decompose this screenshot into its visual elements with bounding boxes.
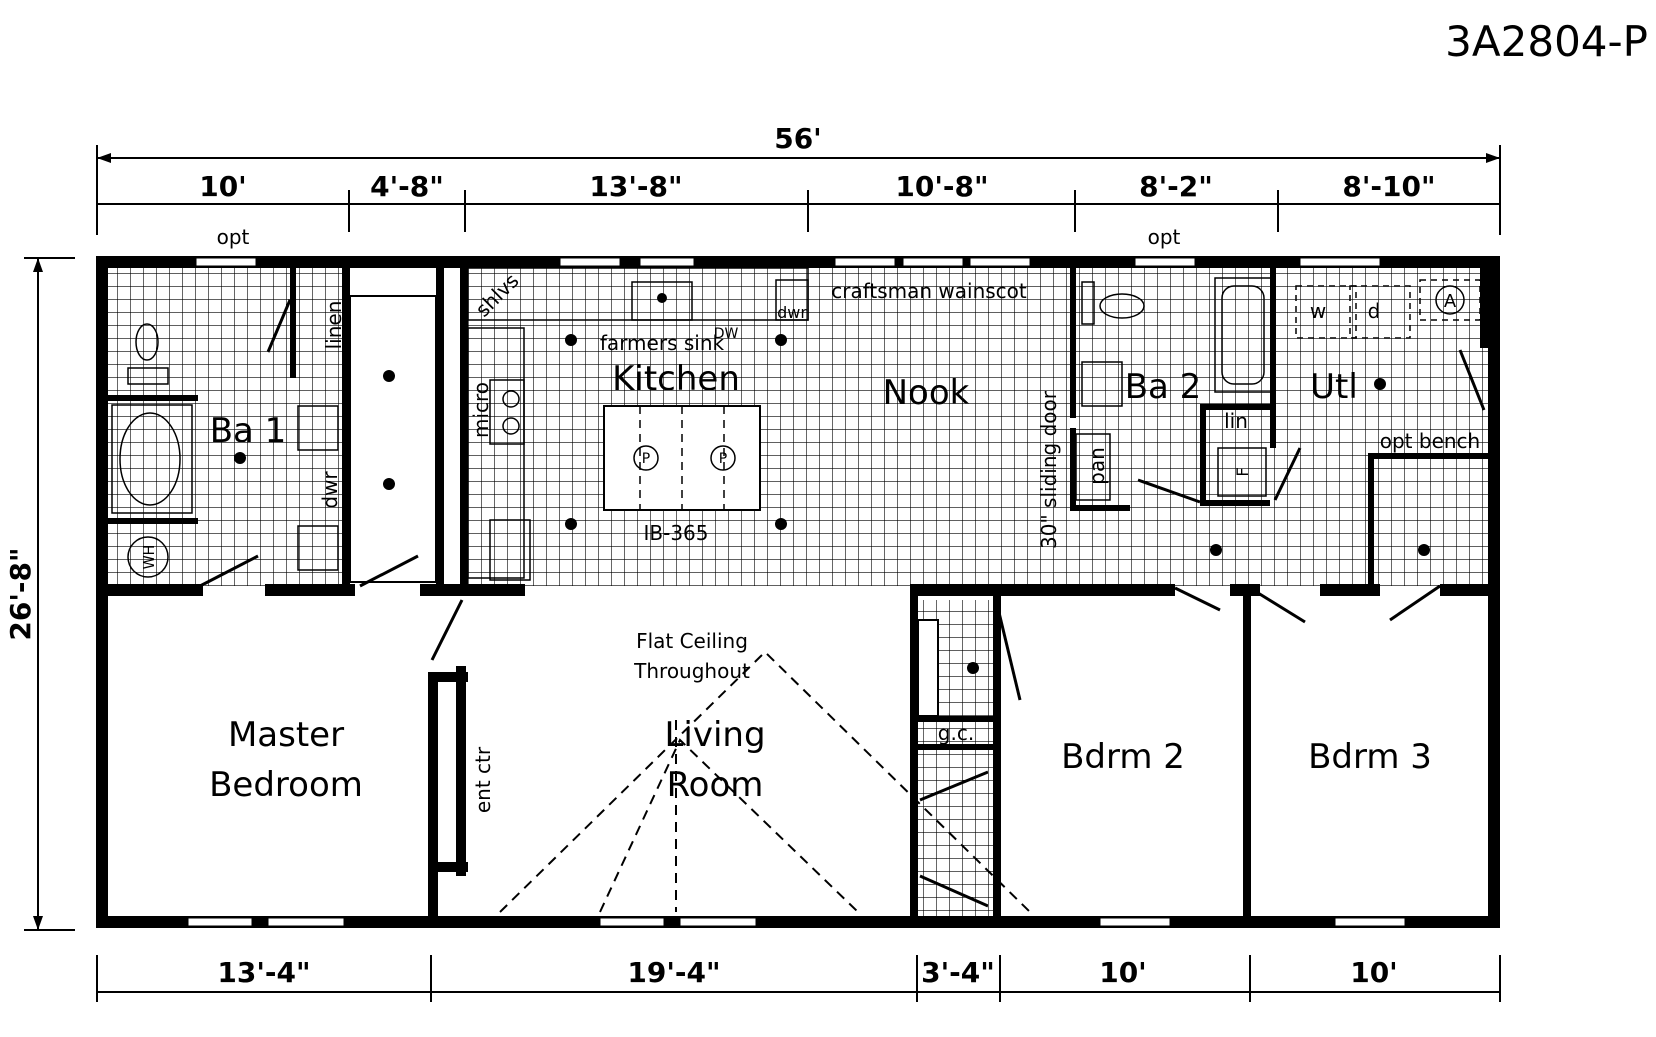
fixture-labels: linen dwr shlvs micro farmers sink DW dw… [142, 269, 1480, 814]
label-ac: A [1444, 291, 1457, 312]
label-wainscot: craftsman wainscot [831, 279, 1027, 303]
room-living-2: Room [667, 765, 764, 805]
label-dryer: d [1368, 299, 1381, 323]
room-ba2: Ba 2 [1125, 367, 1202, 407]
top-dim-1: 10' [199, 170, 247, 203]
left-dimension: 26'-8" [4, 257, 75, 931]
tile-floors [108, 268, 1488, 918]
label-pan: pan [1085, 447, 1109, 485]
label-dw: DW [714, 326, 739, 342]
bottom-dim-4: 10' [1099, 956, 1147, 989]
label-dwr-bath: dwr [318, 471, 342, 509]
top-dim-5: 8'-2" [1139, 170, 1213, 203]
label-sliding-door: 30" sliding door [1037, 390, 1061, 549]
room-utl: Utl [1310, 367, 1358, 407]
model-number: 3A2804-P [1445, 17, 1648, 66]
label-island: IB-365 [643, 521, 708, 545]
label-opt-bench: opt bench [1380, 429, 1480, 453]
overall-width-label: 56' [774, 122, 822, 155]
label-lin: lin [1224, 409, 1248, 433]
top-dim-2: 4'-8" [370, 170, 444, 203]
room-labels: Master Bedroom Ba 1 Kitchen Nook Ba 2 Ut… [209, 359, 1432, 805]
label-pendant-2: P [719, 451, 727, 467]
top-dim-3: 13'-8" [589, 170, 682, 203]
ceiling-lines [499, 650, 1031, 913]
bottom-dim-3: 3'-4" [921, 956, 995, 989]
room-bdrm3: Bdrm 3 [1308, 737, 1432, 777]
room-master-2: Bedroom [209, 765, 363, 805]
label-pendant-1: P [642, 451, 650, 467]
label-furnace: F [1233, 467, 1252, 476]
bottom-dim-1: 13'-4" [217, 956, 310, 989]
room-living-1: Living [664, 715, 765, 755]
overall-depth-label: 26'-8" [4, 547, 37, 640]
label-flat-ceiling-2: Throughout [633, 659, 750, 683]
bottom-dim-2: 19'-4" [627, 956, 720, 989]
top-dim-4: 10'-8" [895, 170, 988, 203]
opt-window-left: opt [217, 225, 250, 249]
opt-window-right: opt [1148, 225, 1181, 249]
label-dwr-kitchen: dwr [777, 303, 807, 322]
label-micro: micro [469, 382, 493, 438]
bottom-dimensions: 13'-4" 19'-4" 3'-4" 10' 10' [96, 955, 1501, 1002]
room-ba1: Ba 1 [210, 411, 287, 451]
interior-walls [108, 268, 1488, 918]
room-kitchen: Kitchen [612, 359, 740, 399]
label-ent-ctr: ent ctr [471, 746, 495, 813]
label-gc: g.c. [938, 721, 974, 745]
label-water-heater: WH [142, 545, 158, 569]
room-master-1: Master [228, 715, 344, 755]
top-dim-6: 8'-10" [1342, 170, 1435, 203]
exterior-walls [96, 256, 1500, 928]
label-washer: w [1310, 299, 1326, 323]
label-flat-ceiling-1: Flat Ceiling [636, 629, 748, 653]
room-nook: Nook [883, 373, 970, 413]
label-linen: linen [322, 301, 346, 350]
bottom-dim-5: 10' [1350, 956, 1398, 989]
door-swings [199, 299, 1486, 908]
kitchen-fixtures [383, 267, 809, 581]
top-dimensions: 56' 10' 4'-8" 13'-8" 10'-8" 8'-2" 8'-10"… [96, 122, 1501, 249]
bath-fixtures [111, 277, 1481, 674]
label-farmers-sink: farmers sink [600, 331, 725, 355]
room-bdrm2: Bdrm 2 [1061, 737, 1185, 777]
